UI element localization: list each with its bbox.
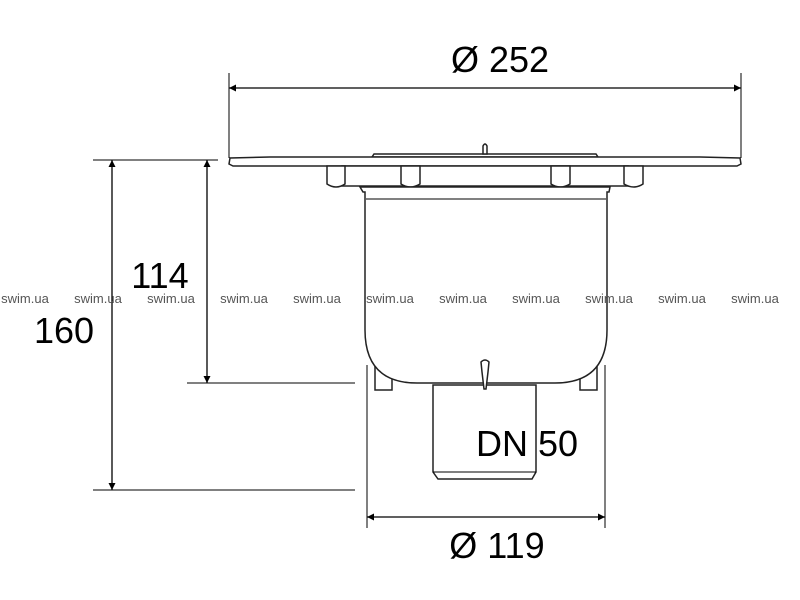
dimension-top-diameter: Ø 252 <box>228 39 742 158</box>
flange <box>228 156 742 167</box>
clip <box>480 359 490 390</box>
flange-ring <box>341 165 629 187</box>
watermark-row: swim.ua swim.ua swim.ua swim.ua swim.ua swim.… <box>1 291 779 306</box>
dimension-upper-height: 114 <box>131 160 355 384</box>
dimension-label-119: Ø 119 <box>449 525 544 566</box>
watermark: swim.ua <box>658 291 706 306</box>
watermark: swim.ua <box>220 291 268 306</box>
tab <box>326 165 346 188</box>
outlet-label: DN 50 <box>476 423 578 464</box>
tab <box>400 165 421 188</box>
dimension-label-252: Ø 252 <box>451 39 549 80</box>
dimension-label-160: 160 <box>34 310 94 351</box>
tab <box>550 165 571 188</box>
watermark: swim.ua <box>512 291 560 306</box>
dimension-body-diameter: Ø 119 <box>366 365 606 566</box>
watermark: swim.ua <box>1 291 49 306</box>
body-bowl <box>358 186 611 384</box>
watermark: swim.ua <box>585 291 633 306</box>
grate-knob <box>482 143 488 155</box>
watermark: swim.ua <box>731 291 779 306</box>
watermark: swim.ua <box>147 291 195 306</box>
tab <box>623 165 644 188</box>
watermark: swim.ua <box>293 291 341 306</box>
watermark: swim.ua <box>366 291 414 306</box>
watermark: swim.ua <box>74 291 122 306</box>
dimension-total-height: 160 <box>34 159 355 491</box>
watermark: swim.ua <box>439 291 487 306</box>
dimension-label-114: 114 <box>131 255 188 296</box>
drain-body <box>228 143 742 480</box>
